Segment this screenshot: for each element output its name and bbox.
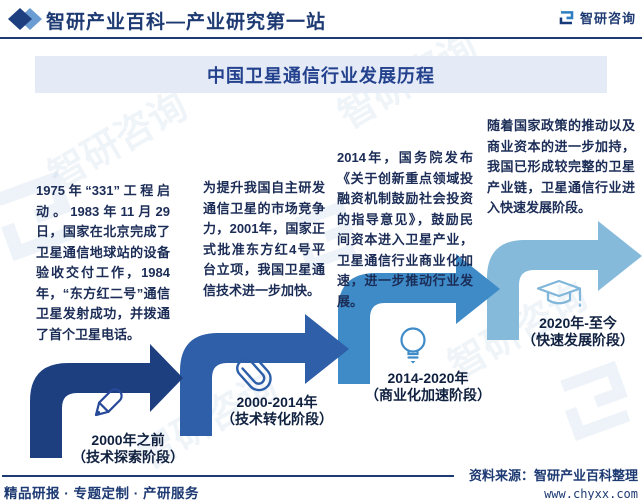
arrow-stage-1 [30,344,183,458]
chart-title: 中国卫星通信行业发展历程 [207,65,435,86]
header-bar: 智研产业百科—产业研究第一站 智研咨询 [0,0,642,37]
logo-icon [559,11,574,25]
stage-2-description: 为提升我国自主研发通信卫星的市场竞争力，2001年，国家正式批准东方红4号平台立… [203,180,325,298]
arrow-stage-2 [180,314,349,436]
watermark-logo-icon [294,200,356,271]
brand-logo: 智研咨询 [558,8,636,27]
stage-3-period: 2014-2020年 [387,370,469,386]
chart-title-box: 中国卫星通信行业发展历程 [35,56,607,93]
stage-1-period: 2000年之前 [91,432,165,448]
diamond-icon [8,8,42,30]
site-title: 智研产业百科—产业研究第一站 [46,12,327,33]
stage-2-label: 2000-2014年 （技术转化阶段） [187,394,367,428]
stage-4-description: 随着国家政策的推动以及商业资本的进一步加持，我国已形成较完整的卫星产业链，卫星通… [487,118,635,215]
watermark-logo-icon [560,360,631,442]
logo-text: 智研咨询 [579,11,636,26]
stage-2-period: 2000-2014年 [236,394,318,410]
pencil-icon [94,388,123,417]
stage-4-phase: （快速发展阶段） [522,332,634,348]
watermark-logo-icon [0,170,75,262]
footer-divider [2,475,454,477]
lightbulb-icon [400,327,426,364]
website-url: www.chyxx.com [544,487,638,500]
stage-1-label: 2000年之前 （技术探索阶段） [38,432,218,466]
graduation-cap-icon [536,279,582,308]
footer-source-block: 资料来源：智研产业百科整理 www.chyxx.com [469,465,638,500]
header-divider [0,37,642,39]
data-source: 资料来源：智研产业百科整理 [468,468,638,483]
paperclip-icon [236,358,272,392]
stage-1-phase: （技术探索阶段） [72,449,184,465]
arrow-stage-4 [487,221,642,340]
arrow-stage-3 [338,254,500,384]
stage-3-phase: （商业化加速阶段） [365,387,491,403]
stage-1-description: 1975年“331”工程启动。1983年11月29日，国家在北京完成了卫星通信地… [36,183,170,342]
footer-services: 精品研报 · 专题定制 · 产研服务 [4,486,199,500]
stage-4-label: 2020年-至今 （快速发展阶段） [480,315,642,349]
stage-3-label: 2014-2020年 （商业化加速阶段） [328,370,528,404]
stage-3-description: 2014年，国务院发布《关于创新重点领域投融资机制鼓励社会投资的指导意见》，鼓励… [337,150,473,309]
stage-4-period: 2020年-至今 [539,315,617,331]
stage-2-phase: （技术转化阶段） [221,411,333,427]
